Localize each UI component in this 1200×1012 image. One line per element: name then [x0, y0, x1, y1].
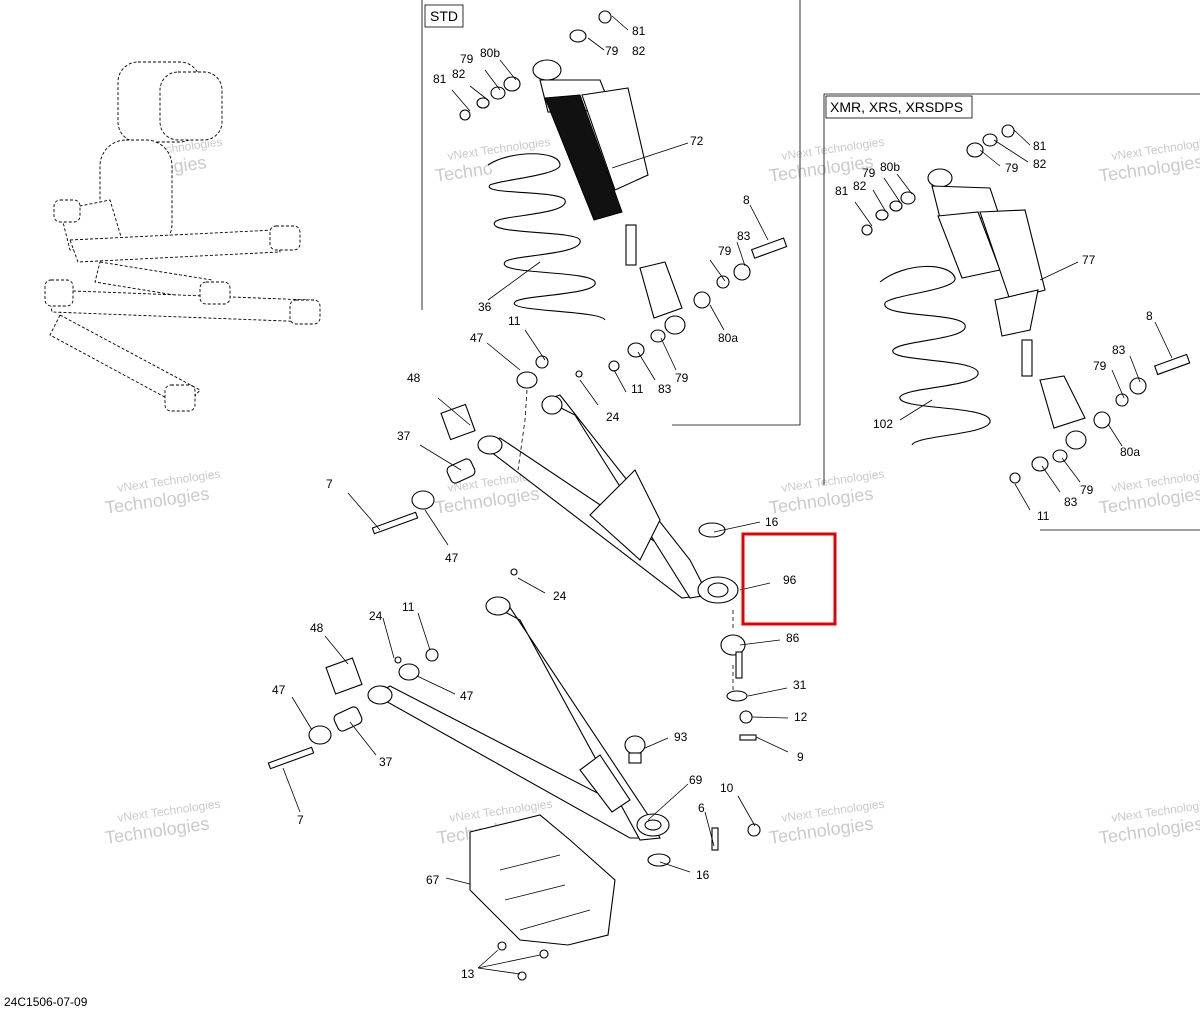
- callout-96: 96: [783, 573, 797, 587]
- watermark-9: vNext Technologies Technologies: [104, 797, 222, 848]
- callout-12: 12: [794, 710, 808, 724]
- callout-82: 82: [853, 179, 867, 193]
- xmr-spring: [879, 265, 991, 446]
- callout-13: 13: [461, 967, 475, 981]
- callout-8: 8: [743, 193, 750, 207]
- callout-47: 47: [272, 683, 286, 697]
- std-spring: [487, 153, 606, 321]
- std-title: STD: [430, 8, 458, 24]
- callout-47: 47: [460, 689, 474, 703]
- callout-10: 10: [720, 781, 734, 795]
- callout-79: 79: [605, 44, 619, 58]
- xmr-title: XMR, XRS, XRSDPS: [830, 99, 963, 115]
- callout-82: 82: [452, 67, 466, 81]
- callout-48: 48: [407, 371, 421, 385]
- callout-31: 31: [793, 678, 807, 692]
- callout-79: 79: [718, 244, 732, 258]
- callout-69: 69: [689, 773, 703, 787]
- watermark-7: vNext Technologies Technologies: [768, 467, 886, 518]
- callout-79: 79: [862, 166, 876, 180]
- callout-11: 11: [631, 382, 644, 396]
- xmr-panel: XMR, XRS, XRSDPS: [823, 93, 1200, 531]
- callout-82: 82: [1033, 157, 1047, 171]
- callout-37: 37: [397, 429, 411, 443]
- watermark-4: vNext Technologies Technologies: [1098, 135, 1200, 186]
- callout-83: 83: [737, 229, 751, 243]
- callout-6: 6: [698, 801, 705, 815]
- callout-81: 81: [1033, 139, 1047, 153]
- callout-16: 16: [696, 868, 710, 882]
- callout-81: 81: [632, 24, 646, 38]
- std-hardware-top: [459, 10, 612, 121]
- callout-7: 7: [326, 477, 333, 491]
- callout-24: 24: [369, 609, 383, 623]
- callout-79: 79: [1080, 483, 1094, 497]
- callout-80a: 80a: [718, 331, 738, 345]
- callout-11: 11: [508, 314, 521, 328]
- callout-7: 7: [297, 813, 304, 827]
- callout-80b: 80b: [880, 160, 900, 174]
- callout-47: 47: [470, 331, 484, 345]
- upper-arm-hardware: [371, 355, 757, 741]
- callout-80b: 80b: [480, 46, 500, 60]
- callout-102: 102: [873, 417, 893, 431]
- callout-37: 37: [379, 755, 393, 769]
- std-shock-absorber: [532, 59, 686, 335]
- std-panel: STD: [421, 0, 801, 426]
- callout-24: 24: [553, 589, 567, 603]
- callout-16: 16: [765, 515, 779, 529]
- lower-arm-hardware: [267, 648, 761, 981]
- callout-79: 79: [675, 371, 689, 385]
- callout-81: 81: [835, 184, 849, 198]
- callout-83: 83: [1064, 495, 1078, 509]
- watermark-8: vNext Technologies Technologies: [1098, 467, 1200, 518]
- callout-80a: 80a: [1120, 445, 1140, 459]
- watermark-11: vNext Technologies Technologies: [768, 797, 886, 848]
- xmr-hardware-top: [861, 124, 1015, 236]
- upper-a-arm: [477, 370, 739, 604]
- lower-a-arm: [367, 568, 670, 841]
- callout-79: 79: [1093, 359, 1107, 373]
- watermark-12: vNext Technologies Technologies: [1098, 797, 1200, 848]
- callout-48: 48: [310, 621, 324, 635]
- callout-67: 67: [426, 873, 440, 887]
- callout-36: 36: [478, 300, 492, 314]
- callout-79: 79: [1005, 161, 1019, 175]
- xmr-panel-border: [823, 93, 1200, 531]
- callout-24: 24: [606, 410, 620, 424]
- callout-11: 11: [402, 600, 415, 614]
- callout-9: 9: [797, 750, 804, 764]
- callout-83: 83: [1112, 343, 1126, 357]
- callout-93: 93: [674, 730, 688, 744]
- xmr-title-box: [825, 95, 973, 119]
- std-title-box: [424, 4, 464, 28]
- callout-77: 77: [1082, 253, 1096, 267]
- callout-11: 11: [1037, 509, 1050, 523]
- std-panel-border: [421, 0, 801, 426]
- callout-79: 79: [460, 52, 474, 66]
- callout-81: 81: [433, 72, 447, 86]
- overview-assembly: [44, 61, 321, 412]
- callout-72: 72: [690, 134, 704, 148]
- callout-47: 47: [445, 551, 459, 565]
- figure-code: 24C1506-07-09: [4, 995, 88, 1009]
- xmr-hardware-bottom: [1009, 353, 1191, 484]
- watermark-5: vNext Technologies Technologies: [104, 467, 222, 518]
- callout-8: 8: [1146, 309, 1153, 323]
- highlight-box-96[interactable]: [741, 532, 837, 626]
- callout-82: 82: [632, 44, 646, 58]
- callout-86: 86: [786, 631, 800, 645]
- xmr-shock-absorber: [927, 168, 1087, 450]
- callout-83: 83: [658, 382, 672, 396]
